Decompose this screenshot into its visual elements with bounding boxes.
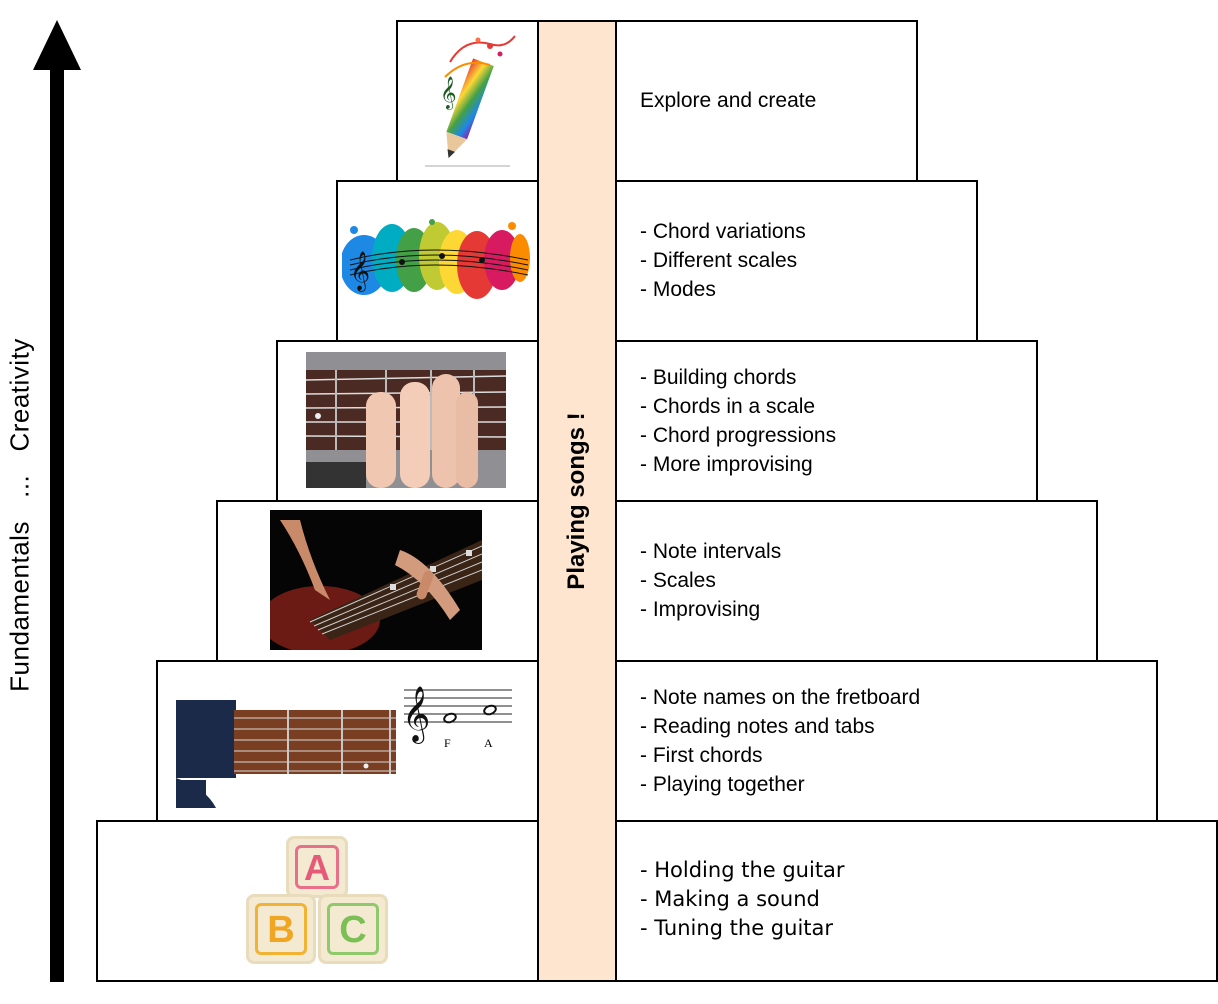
axis-label: Fundamentals ... Creativity: [4, 338, 35, 692]
guitar-playing-photo: [270, 510, 482, 650]
block-a: A: [286, 836, 348, 898]
svg-text:𝄞: 𝄞: [402, 686, 430, 744]
tier-6-text: Explore and create: [640, 89, 817, 112]
chord-hand-photo: [306, 352, 506, 488]
tier-5-text: - Chord variations - Different scales - …: [640, 220, 806, 301]
tier-6: [396, 20, 918, 182]
color-splash-music-icon: 𝄞: [342, 210, 530, 310]
axis-arrow-head-icon: [33, 20, 81, 70]
axis-arrow-shaft: [50, 60, 64, 982]
fretboard-photo: [176, 700, 396, 808]
tier-1-text: - Holding the guitar - Making a sound - …: [640, 858, 845, 940]
staff-note-f-label: F: [444, 736, 451, 750]
playing-songs-pillar: Playing songs !: [537, 20, 617, 982]
block-c: C: [318, 894, 388, 964]
abc-blocks-icon: A B C: [244, 832, 390, 968]
staff-note-a-label: A: [484, 736, 493, 750]
svg-text:𝄞: 𝄞: [350, 251, 370, 292]
treble-staff-icon: 𝄞 F A: [400, 676, 514, 754]
tier-2-text: - Note names on the fretboard - Reading …: [640, 686, 921, 796]
tier-4-text: - Building chords - Chords in a scale - …: [640, 366, 837, 476]
pencil-music-icon: 𝄞: [420, 32, 520, 168]
block-b: B: [246, 894, 316, 964]
tier-3-text: - Note intervals - Scales - Improvising: [640, 540, 782, 621]
pillar-label: Playing songs !: [563, 412, 590, 590]
svg-text:𝄞: 𝄞: [440, 76, 457, 110]
